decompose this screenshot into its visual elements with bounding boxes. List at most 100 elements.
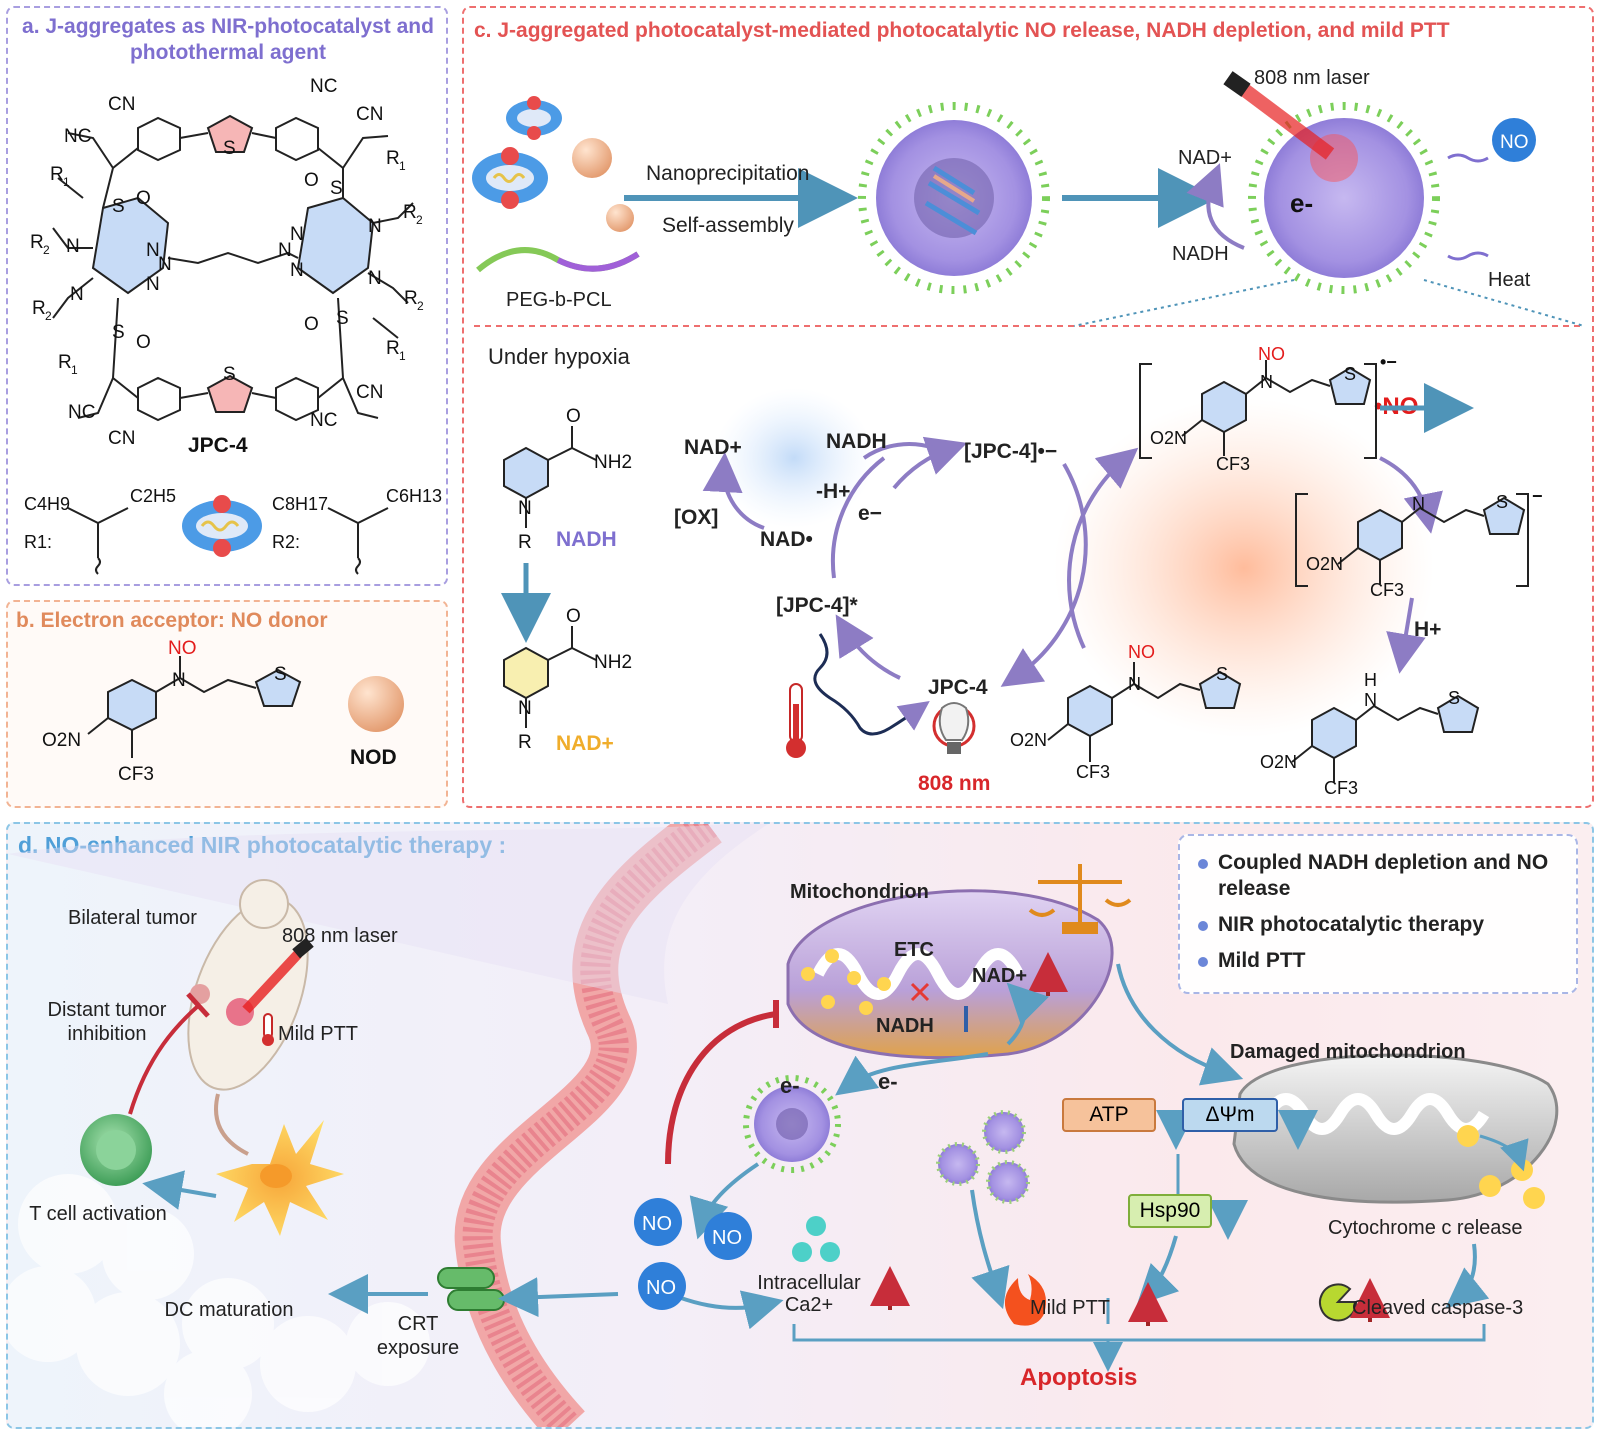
calcium-label: Intracellular Ca2+ <box>742 1272 876 1316</box>
nadplus-name: NAD+ <box>556 732 614 755</box>
dc-label: DC maturation <box>164 1299 294 1321</box>
svg-text:•−: •− <box>1380 352 1397 372</box>
cycle-jpc-excited: [JPC-4]* <box>776 594 859 617</box>
svg-text:S: S <box>112 322 125 343</box>
r2-sub-2: C6H13 <box>386 486 442 506</box>
caspase-label: Cleaved caspase-3 <box>1352 1297 1524 1319</box>
r2-sub-1: C8H17 <box>272 494 328 514</box>
no-bubble-label: NO <box>1500 132 1529 153</box>
svg-text:N: N <box>1412 494 1425 514</box>
laser-beam <box>1237 82 1335 160</box>
svg-text:S: S <box>223 138 236 159</box>
atp-box: ATP <box>1062 1098 1156 1132</box>
no-bubble-1 <box>634 1198 682 1246</box>
cycle-wavelength: 808 nm <box>918 772 990 795</box>
laser-label: 808 nm laser <box>1254 67 1370 89</box>
nadh-r: R <box>518 532 532 553</box>
svg-text:S: S <box>274 664 287 685</box>
svg-text:CN: CN <box>356 382 383 403</box>
no-bubble-2 <box>704 1212 752 1260</box>
cycle-minus-h: -H+ <box>816 480 850 503</box>
cell-membrane <box>454 824 722 1427</box>
svg-text:O: O <box>566 606 581 627</box>
panel-d-title: d. NO-enhanced NIR photocatalytic therap… <box>18 832 507 858</box>
svg-text:S: S <box>1496 492 1508 512</box>
nod-sphere-large <box>572 138 612 178</box>
mouse-icon <box>187 879 309 1156</box>
r1-sub-1: C4H9 <box>24 494 70 514</box>
svg-text:O2N: O2N <box>1306 554 1343 574</box>
bilateral-tumor-label: Bilateral tumor <box>68 907 197 929</box>
cycle-jpc-radical: [JPC-4]•− <box>964 440 1057 463</box>
thiophene-top <box>206 114 254 153</box>
svg-text:NC: NC <box>64 126 91 147</box>
svg-text:O2N: O2N <box>1010 730 1047 750</box>
thermometer-icon <box>786 683 806 758</box>
cycle-ox: [OX] <box>674 506 718 529</box>
nod-nitro: O2N <box>42 730 81 751</box>
panel-c-title: c. J-aggregated photocatalyst-mediated p… <box>474 19 1450 42</box>
svg-text:1: 1 <box>399 159 406 173</box>
svg-text:N: N <box>518 498 532 519</box>
crt-icon <box>437 1267 505 1311</box>
panel-b-title: b. Electron acceptor: NO donor <box>16 609 328 632</box>
np-electron: e- <box>1290 188 1313 218</box>
svg-text:N: N <box>278 240 292 261</box>
svg-text:2: 2 <box>417 299 424 313</box>
mitochondrion-label: Mitochondrion <box>790 881 929 903</box>
nadh-name: NADH <box>556 528 617 551</box>
calcium-icon <box>792 1216 840 1262</box>
svg-text:2: 2 <box>416 213 423 227</box>
legend-box: Coupled NADH depletion and NO release NI… <box>1178 834 1578 994</box>
svg-text:R: R <box>404 288 418 309</box>
np-electron-label: e- <box>780 1073 800 1098</box>
no-label-3: NO <box>646 1277 676 1299</box>
laser-device-mouse <box>292 937 314 959</box>
panel-a-j-aggregates: a. J-aggregates as NIR-photocatalyst and… <box>6 6 448 586</box>
svg-text:N: N <box>146 274 160 295</box>
svg-text:1: 1 <box>71 363 78 377</box>
svg-text:2: 2 <box>43 243 50 257</box>
no-label-1: NO <box>642 1213 672 1235</box>
nod-no-group: NO <box>168 638 197 659</box>
svg-text:N: N <box>518 698 532 719</box>
svg-text:N: N <box>1364 690 1377 710</box>
mito-electron-label: e- <box>878 1069 898 1094</box>
caspase-icon <box>1319 1283 1358 1322</box>
svg-text:S: S <box>336 308 349 329</box>
heat-label: Heat <box>1488 269 1531 291</box>
svg-text:NO: NO <box>1128 642 1155 662</box>
legend-label: Coupled NADH depletion and NO release <box>1218 851 1549 900</box>
svg-text:O: O <box>136 332 151 353</box>
svg-text:N: N <box>158 254 172 275</box>
light-bulb-icon <box>932 702 976 754</box>
laser-device-icon <box>1223 71 1251 97</box>
no-bubble-3 <box>638 1262 686 1310</box>
legend-label: NIR photocatalytic therapy <box>1218 913 1485 936</box>
svg-text:O2N: O2N <box>1150 428 1187 448</box>
svg-text:NC: NC <box>310 76 337 97</box>
svg-text:R: R <box>30 232 44 253</box>
j-aggregate-icons <box>472 96 562 209</box>
svg-text:N: N <box>66 236 80 257</box>
legend-bullet <box>1198 957 1208 967</box>
fire-icon <box>1004 1274 1046 1326</box>
svg-text:2: 2 <box>45 309 52 323</box>
svg-text:−: − <box>1532 486 1543 506</box>
nanoparticle-cell <box>743 1075 841 1173</box>
nad-r: R <box>518 732 532 753</box>
r1-label: R1: <box>24 532 52 552</box>
svg-text:N: N <box>368 268 382 289</box>
panel-a-title: a. J-aggregates as NIR-photocatalyst and… <box>22 15 434 64</box>
svg-text:CF3: CF3 <box>1216 454 1250 474</box>
svg-text:NO: NO <box>1258 344 1285 364</box>
mild-ptt-label: Mild PTT <box>1030 1297 1110 1319</box>
step-nanoprecipitation: Nanoprecipitation <box>646 162 809 185</box>
svg-text:1: 1 <box>63 175 70 189</box>
hypoxia-label: Under hypoxia <box>488 344 631 369</box>
calcium-label-line2: Ca2+ <box>784 1294 834 1316</box>
legend-item-mild-ptt: Mild PTT <box>1198 948 1558 974</box>
svg-text:R: R <box>386 148 400 169</box>
svg-text:CN: CN <box>108 94 135 115</box>
svg-text:S: S <box>330 178 343 199</box>
